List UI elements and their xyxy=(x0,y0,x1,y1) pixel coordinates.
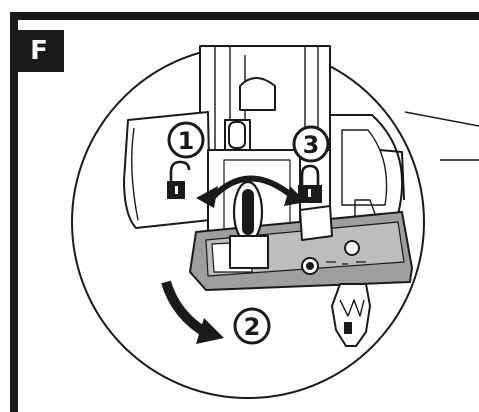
lock-icon xyxy=(298,164,322,203)
frame-left-border xyxy=(10,12,18,412)
step-callout-2: 2 xyxy=(233,307,271,345)
saw-assembly xyxy=(123,45,413,347)
frame-top-border xyxy=(10,12,479,20)
figure-label: F xyxy=(30,36,48,66)
step-callout-3: 3 xyxy=(292,125,330,163)
step-3-label: 3 xyxy=(303,131,320,159)
figure-label-badge: F xyxy=(14,30,64,72)
step-1-label: 1 xyxy=(178,127,195,155)
rotate-arrow-icon xyxy=(196,175,306,208)
curved-arrow-icon xyxy=(161,280,224,344)
leader-lines xyxy=(404,111,479,161)
step-2-label: 2 xyxy=(244,313,261,341)
step-callout-1: 1 xyxy=(167,121,205,159)
unlock-icon xyxy=(167,160,191,199)
